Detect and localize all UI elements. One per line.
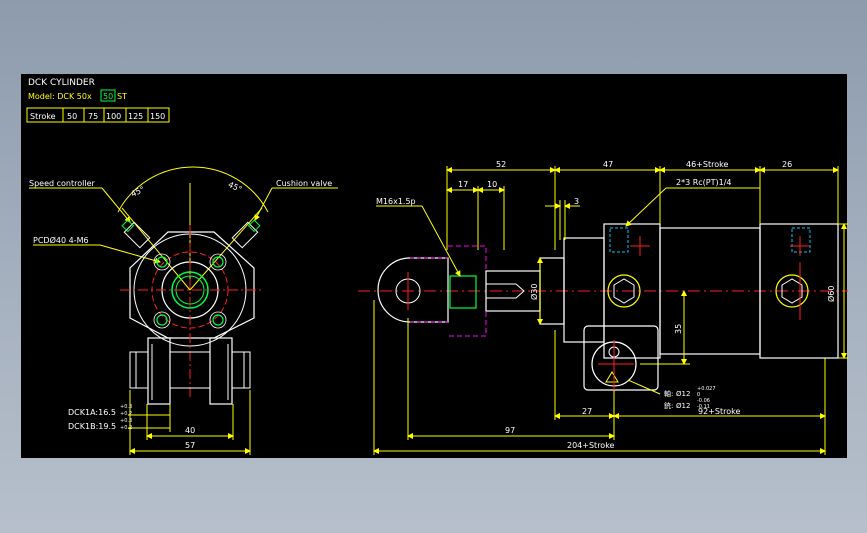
port-rear (791, 227, 811, 253)
angle-left-label: 45° (129, 185, 146, 199)
dck1b-label: DCK1B:19.5 (68, 422, 116, 431)
hole-label: 銃: (664, 401, 673, 410)
shaft-tol-upper: +0.027 (697, 386, 716, 392)
dim-10: 10 (487, 180, 497, 189)
dck1a-tol-lower: +0.2 (120, 411, 132, 417)
dim-35: 35 (674, 324, 683, 334)
end-view: Speed controller Cushion valve PCDØ40 4-… (29, 166, 338, 455)
speed-controller-label: Speed controller (29, 179, 95, 188)
dck1b-tol-upper: +0.3 (120, 418, 132, 424)
model-suffix: ST (117, 92, 127, 101)
cushion-valve (231, 219, 261, 249)
dim-97: 97 (505, 426, 515, 435)
dim-92-stroke: 92+Stroke (698, 407, 740, 416)
port-label: 2*3 Rc(PT)1/4 (676, 178, 732, 187)
stroke-value-50: 50 (67, 112, 77, 121)
stroke-header: Stroke (30, 112, 56, 121)
dim-27: 27 (582, 407, 592, 416)
dim-52: 52 (496, 160, 506, 169)
model-highlight-box (100, 89, 116, 102)
shaft-label: 軸: (664, 389, 673, 398)
stroke-value-75: 75 (88, 112, 98, 121)
hole-tol-lower: -0.11 (697, 404, 710, 410)
shaft-tol-lower: 0 (697, 392, 700, 398)
side-view: 52 47 46+Stroke 26 17 10 3 M16x1.5p 2*3 … (358, 160, 848, 455)
rear-cover (759, 223, 839, 359)
dck1b-tol-lower: +0.2 (120, 425, 132, 431)
bolt-hole-2 (212, 256, 224, 268)
trunnion-block (583, 325, 659, 391)
speed-controller-valve (121, 219, 151, 249)
rear-bolt (775, 274, 809, 308)
port-front (609, 227, 629, 253)
thread-nut (449, 275, 477, 309)
dia-30: Ø30 (529, 284, 539, 300)
dim-57: 57 (185, 441, 195, 450)
dia-60: Ø60 (826, 286, 836, 302)
dim-3: 3 (574, 197, 579, 206)
clevis-end-view (129, 337, 251, 405)
dim-17: 17 (458, 180, 468, 189)
dim-26: 26 (782, 160, 792, 169)
bolt-hole-4 (212, 314, 224, 326)
dck1a-label: DCK1A:16.5 (68, 408, 116, 417)
angle-arc (117, 166, 269, 213)
dim-46-stroke: 46+Stroke (686, 160, 728, 169)
cushion-valve-label: Cushion valve (276, 179, 332, 188)
dck1a-tol-upper: +0.3 (120, 404, 132, 410)
title-block: DCK CYLINDER Model: DCK 50x 50 ST Stroke… (26, 78, 170, 123)
stroke-table (26, 107, 170, 123)
bolt-hole-1 (156, 256, 168, 268)
stroke-value-125: 125 (128, 112, 143, 121)
stroke-value-150: 150 (150, 112, 165, 121)
dim-47: 47 (603, 160, 613, 169)
hole-dia: Ø12 (676, 402, 690, 410)
front-bolt (607, 274, 641, 308)
rod-clevis (377, 257, 449, 323)
model-prefix: Model: DCK 50x (28, 92, 92, 101)
drawing-title: DCK CYLINDER (28, 78, 95, 88)
hole-tol-upper: -0.06 (697, 398, 710, 404)
shaft-dia: Ø12 (676, 390, 690, 398)
dim-204-stroke: 204+Stroke (567, 441, 615, 450)
bolt-hole-3 (156, 314, 168, 326)
rod-circle (171, 271, 209, 309)
model-highlight: 50 (103, 92, 113, 101)
dim-40: 40 (185, 426, 195, 435)
stroke-value-100: 100 (106, 112, 121, 121)
thread-label: M16x1.5p (376, 197, 416, 206)
pcd-label: PCDØ40 4-M6 (33, 235, 89, 245)
